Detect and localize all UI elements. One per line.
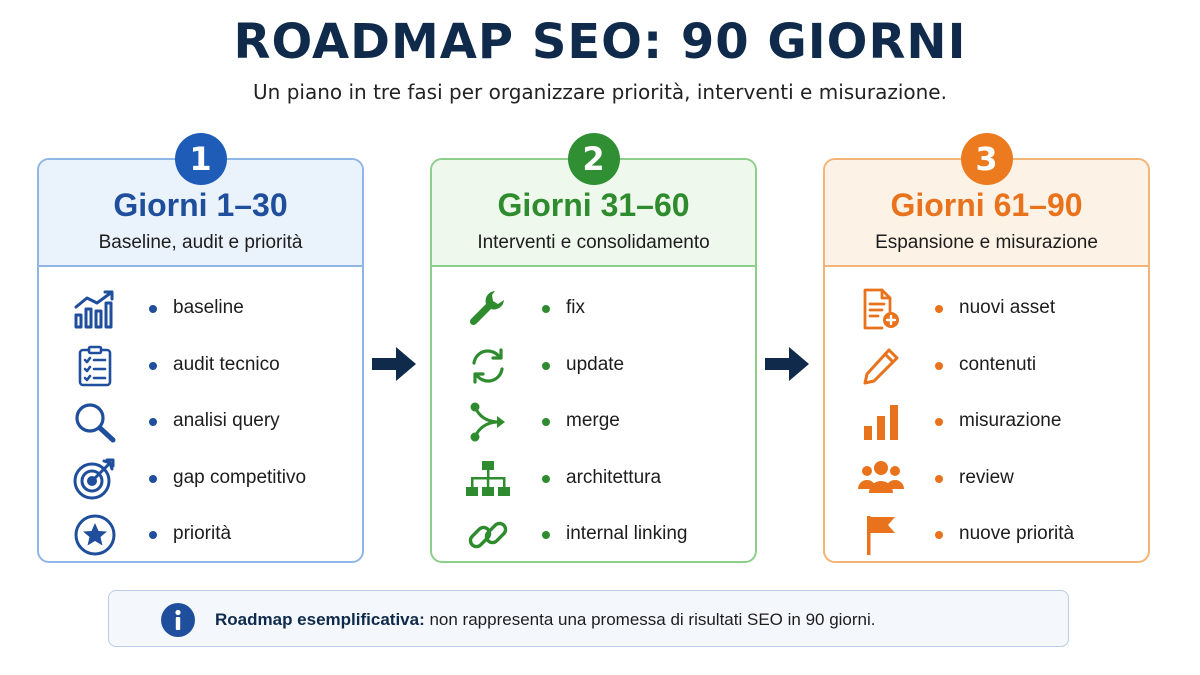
new-document-icon xyxy=(857,287,905,331)
item-label: internal linking xyxy=(566,523,688,544)
phase-card-1: 1 Giorni 1–30 Baseline, audit e priorità… xyxy=(37,133,364,564)
item-label: gap competitivo xyxy=(173,466,307,488)
phase-description: Interventi e consolidamento xyxy=(477,232,710,253)
disclaimer-bold: Roadmap esemplificativa: xyxy=(215,610,425,629)
phase-description: Espansione e misurazione xyxy=(875,232,1098,253)
list-item: fix xyxy=(432,281,755,338)
list-item: update xyxy=(432,338,755,395)
page-title: ROADMAP SEO: 90 GIORNI xyxy=(233,14,967,70)
link-icon xyxy=(464,513,512,557)
page-subtitle: Un piano in tre fasi per organizzare pri… xyxy=(253,80,947,104)
flag-icon xyxy=(857,513,905,557)
sitemap-icon xyxy=(464,457,512,501)
bullet-dot xyxy=(542,474,550,483)
item-label: merge xyxy=(566,410,620,431)
team-icon xyxy=(857,457,905,501)
phase-header: Giorni 61–90 Espansione e misurazione xyxy=(825,160,1148,267)
list-item: merge xyxy=(432,394,755,451)
bullet-dot xyxy=(935,361,943,370)
list-item: architettura xyxy=(432,451,755,508)
item-label: update xyxy=(566,353,625,375)
info-icon xyxy=(161,603,195,637)
bullet-dot xyxy=(935,305,943,313)
list-item: gap competitivo xyxy=(39,451,362,508)
list-item: review xyxy=(825,451,1148,508)
list-item: nuove priorità xyxy=(825,507,1148,564)
growth-chart-icon xyxy=(71,287,119,331)
bullet-dot xyxy=(542,305,550,313)
list-item: priorità xyxy=(39,507,362,564)
arrow-right-icon xyxy=(765,347,809,381)
phase-period: Giorni 1–30 xyxy=(113,187,288,223)
item-label: architettura xyxy=(566,466,662,488)
list-item: analisi query xyxy=(39,394,362,451)
item-label: misurazione xyxy=(959,410,1062,431)
phase-description: Baseline, audit e priorità xyxy=(98,232,303,253)
item-label: analisi query xyxy=(173,410,280,431)
bullet-dot xyxy=(542,361,550,370)
list-item: internal linking xyxy=(432,507,755,564)
phase-card-3: 3 Giorni 61–90 Espansione e misurazione … xyxy=(823,133,1150,564)
bullet-dot xyxy=(542,531,550,539)
disclaimer-note: Roadmap esemplificativa: non rappresenta… xyxy=(108,590,1069,647)
phase-item-list: baseline audit tecnico analisi quer xyxy=(39,267,362,564)
phase-item-list: nuovi asset contenuti misurazione xyxy=(825,267,1148,564)
phase-period: Giorni 61–90 xyxy=(890,187,1083,223)
list-item: baseline xyxy=(39,281,362,338)
item-label: review xyxy=(959,466,1014,488)
bullet-dot xyxy=(149,305,157,313)
item-label: fix xyxy=(566,297,585,318)
bullet-dot xyxy=(935,474,943,483)
phase-item-list: fix update merge xyxy=(432,267,755,564)
phase-number-badge: 3 xyxy=(960,133,1013,185)
phase-number-badge: 1 xyxy=(174,133,227,185)
list-item: audit tecnico xyxy=(39,338,362,395)
bullet-dot xyxy=(935,531,943,539)
arrow-right-icon xyxy=(372,347,416,381)
item-label: priorità xyxy=(173,523,232,544)
disclaimer-body: non rappresenta una promessa di risultat… xyxy=(424,610,876,629)
bullet-dot xyxy=(149,531,157,539)
item-label: nuovi asset xyxy=(959,297,1056,318)
bullet-dot xyxy=(542,418,550,426)
merge-icon xyxy=(464,400,512,444)
refresh-icon xyxy=(464,344,512,388)
checklist-icon xyxy=(71,344,119,388)
item-label: nuove priorità xyxy=(959,523,1075,544)
list-item: contenuti xyxy=(825,338,1148,395)
search-icon xyxy=(71,400,119,444)
phase-card-2: 2 Giorni 31–60 Interventi e consolidamen… xyxy=(430,133,757,564)
item-label: contenuti xyxy=(959,353,1037,375)
list-item: nuovi asset xyxy=(825,281,1148,338)
bullet-dot xyxy=(149,418,157,426)
phase-period: Giorni 31–60 xyxy=(497,187,690,223)
bullet-dot xyxy=(149,361,157,370)
item-label: audit tecnico xyxy=(173,353,280,375)
pencil-icon xyxy=(857,344,905,388)
list-item: misurazione xyxy=(825,394,1148,451)
bar-chart-icon xyxy=(857,400,905,444)
star-icon xyxy=(71,513,119,557)
disclaimer-text: Roadmap esemplificativa: non rappresenta… xyxy=(215,610,876,630)
bullet-dot xyxy=(149,474,157,483)
wrench-icon xyxy=(464,287,512,331)
bullet-dot xyxy=(935,418,943,426)
target-icon xyxy=(71,457,119,501)
phase-number-badge: 2 xyxy=(567,133,620,185)
item-label: baseline xyxy=(173,297,244,318)
